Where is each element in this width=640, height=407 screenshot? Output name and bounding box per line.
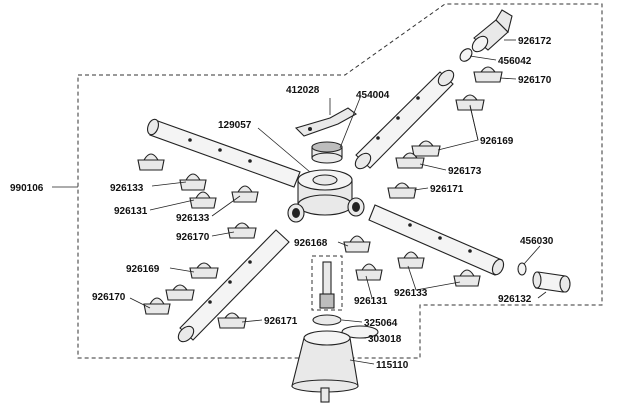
nut <box>312 314 342 326</box>
pipe-lower-right <box>368 204 505 276</box>
knob <box>311 141 343 164</box>
label-926171-bottom: 926171 <box>264 316 298 327</box>
end-cap <box>532 271 571 293</box>
label-926133-c: 926133 <box>394 288 428 299</box>
label-926131-center: 926131 <box>354 296 388 307</box>
assembly-boundary <box>77 3 603 359</box>
label-115110: 115110 <box>376 360 409 371</box>
label-325064: 325064 <box>364 318 398 329</box>
label-926173: 926173 <box>448 166 482 177</box>
bracket <box>294 107 358 137</box>
label-926169-left: 926169 <box>126 264 160 275</box>
label-926133-a: 926133 <box>110 183 144 194</box>
label-129057: 129057 <box>218 120 252 131</box>
label-926171-right: 926171 <box>430 184 464 195</box>
label-926170-top: 926170 <box>518 75 552 86</box>
label-926169-right: 926169 <box>480 136 514 147</box>
hub <box>287 169 365 223</box>
label-454004: 454004 <box>356 90 390 101</box>
pipe-upper-left <box>147 118 301 188</box>
clamps <box>137 66 503 329</box>
label-926133-b: 926133 <box>176 213 210 224</box>
label-456030: 456030 <box>520 236 554 247</box>
label-456042: 456042 <box>498 56 532 67</box>
label-926170-left: 926170 <box>176 232 210 243</box>
stem <box>319 261 335 309</box>
label-412028: 412028 <box>286 85 320 96</box>
base <box>291 330 359 403</box>
label-926132: 926132 <box>498 294 532 305</box>
leader-lines <box>52 39 547 365</box>
label-990106: 990106 <box>10 183 44 194</box>
oring-top <box>459 48 473 62</box>
label-303018: 303018 <box>368 334 402 345</box>
stem-box <box>311 255 343 311</box>
label-926131-left: 926131 <box>114 206 148 217</box>
pipe-top-right <box>354 69 455 170</box>
label-926168: 926168 <box>294 238 328 249</box>
elbow <box>471 9 513 53</box>
label-926172: 926172 <box>518 36 552 47</box>
pipe-lower-left <box>177 229 290 343</box>
oring-right <box>517 262 527 276</box>
label-926170-lower: 926170 <box>92 292 126 303</box>
